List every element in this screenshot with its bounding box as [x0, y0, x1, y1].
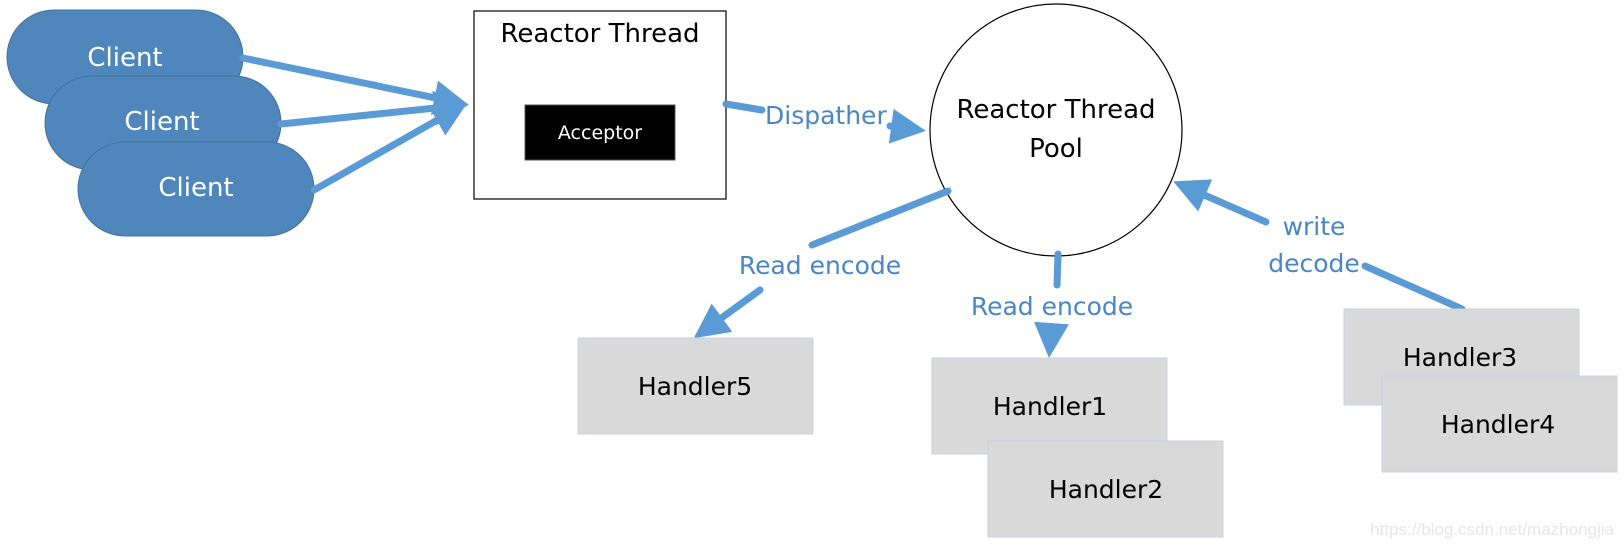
read-encode-left-label: Read encode [739, 251, 901, 280]
read-encode-center-label: Read encode [971, 292, 1133, 321]
client2-to-reactor-arrow [277, 90, 469, 128]
handler3-label: Handler3 [1403, 343, 1517, 372]
decode-label: decode [1268, 249, 1360, 278]
client1-to-reactor-arrow [239, 54, 469, 115]
reactor-thread-pool-node: Reactor Thread Pool [929, 3, 1183, 257]
client-label: Client [158, 173, 233, 203]
reactor-thread-title: Reactor Thread [500, 19, 699, 49]
client-label: Client [87, 43, 162, 73]
handler5-label: Handler5 [638, 372, 752, 401]
handler3-to-pool-arrow [1173, 179, 1270, 226]
pool-label-line1: Reactor Thread [956, 95, 1155, 125]
pool-label-line2: Pool [1029, 134, 1083, 164]
dispatcher-arrow [886, 108, 926, 144]
dispatcher-arrow-segment [722, 100, 766, 114]
pool-to-handler5-segment [808, 187, 952, 249]
handler3-to-pool-segment [1361, 262, 1466, 313]
watermark: https://blog.csdn.net/mazhongjia [1370, 520, 1614, 539]
reactor-thread-box: Reactor Thread Acceptor [473, 10, 727, 200]
acceptor-label: Acceptor [558, 122, 642, 144]
pool-to-handler1-arrow [1034, 321, 1069, 358]
handler2-node: Handler2 [987, 440, 1224, 538]
client3-to-reactor-arrow [310, 103, 468, 194]
client-label: Client [124, 107, 199, 137]
handler4-node: Handler4 [1381, 375, 1618, 473]
pool-to-handler5-arrow [693, 286, 764, 339]
handler2-label: Handler2 [1049, 475, 1163, 504]
acceptor-box: Acceptor [524, 104, 676, 161]
handler5-node: Handler5 [577, 337, 814, 435]
pool-to-handler1-segment [1053, 250, 1062, 289]
dispatcher-label: Dispather [765, 101, 887, 130]
handler4-label: Handler4 [1441, 410, 1555, 439]
handler1-label: Handler1 [993, 392, 1107, 421]
handler1-node: Handler1 [931, 357, 1168, 455]
client-node-3: Client [77, 141, 315, 237]
write-label: write [1283, 212, 1346, 241]
